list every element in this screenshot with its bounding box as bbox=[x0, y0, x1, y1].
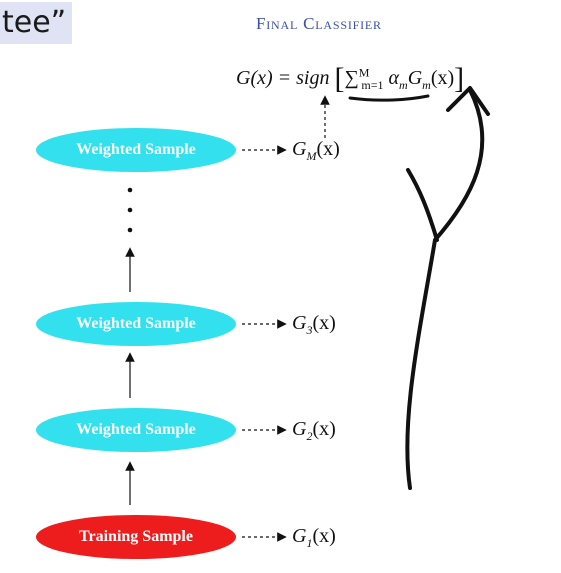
classifier-subscript: 3 bbox=[306, 323, 313, 337]
formula-sum-sub: m=1 bbox=[361, 78, 384, 92]
node-weighted-sample-2: Weighted Sample bbox=[36, 408, 236, 452]
handwritten-arrowhead bbox=[446, 86, 490, 116]
classifier-subscript: 2 bbox=[306, 429, 313, 443]
formula-alpha-sub: m bbox=[399, 78, 408, 92]
classifier-subscript: 1 bbox=[306, 536, 313, 550]
handwritten-curve-left bbox=[406, 168, 439, 242]
classifier-symbol: G bbox=[292, 418, 307, 440]
node-weighted-sample-3: Weighted Sample bbox=[36, 302, 236, 346]
formula-lhs: G(x) = sign bbox=[236, 67, 330, 89]
node-label: Weighted Sample bbox=[76, 421, 196, 438]
classifier-g-2: G2(x) bbox=[292, 418, 336, 444]
classifier-g-3: G3(x) bbox=[292, 312, 336, 338]
formula-open-bracket: [ bbox=[334, 62, 345, 95]
ellipsis-dot-1 bbox=[127, 187, 133, 193]
formula-alpha: α bbox=[388, 67, 400, 89]
classifier-arg: (x) bbox=[312, 418, 336, 440]
formula-g: G bbox=[407, 67, 423, 89]
node-label: Training Sample bbox=[79, 528, 193, 545]
node-label: Weighted Sample bbox=[76, 315, 196, 332]
handwritten-underline bbox=[348, 94, 430, 102]
formula-close-bracket: ] bbox=[454, 62, 465, 95]
top-text-fragment: tee” bbox=[0, 2, 72, 44]
ellipsis-dot-3 bbox=[127, 227, 133, 233]
node-weighted-sample-m: Weighted Sample bbox=[36, 128, 236, 172]
handwritten-curve-arrow bbox=[405, 88, 485, 490]
classifier-arg: (x) bbox=[316, 138, 340, 160]
formula-g-sub: m bbox=[422, 78, 431, 92]
final-classifier-formula: G(x) = sign [∑Mm=1 αmGm(x)] bbox=[236, 62, 464, 96]
formula-arg: (x) bbox=[430, 67, 455, 89]
classifier-symbol: G bbox=[292, 312, 307, 334]
diagram-title: Final Classifier bbox=[256, 14, 382, 33]
node-label: Weighted Sample bbox=[76, 141, 196, 158]
classifier-arg: (x) bbox=[312, 312, 336, 334]
classifier-subscript: M bbox=[306, 149, 317, 163]
classifier-symbol: G bbox=[292, 138, 307, 160]
node-training-sample: Training Sample bbox=[36, 515, 236, 559]
ellipsis-dot-2 bbox=[127, 207, 133, 213]
formula-sum: ∑ bbox=[344, 67, 359, 89]
classifier-arg: (x) bbox=[312, 525, 336, 547]
formula-sum-sup: M bbox=[358, 65, 370, 80]
classifier-g-1: G1(x) bbox=[292, 525, 336, 551]
classifier-symbol: G bbox=[292, 525, 307, 547]
classifier-g-m: GM(x) bbox=[292, 138, 340, 164]
